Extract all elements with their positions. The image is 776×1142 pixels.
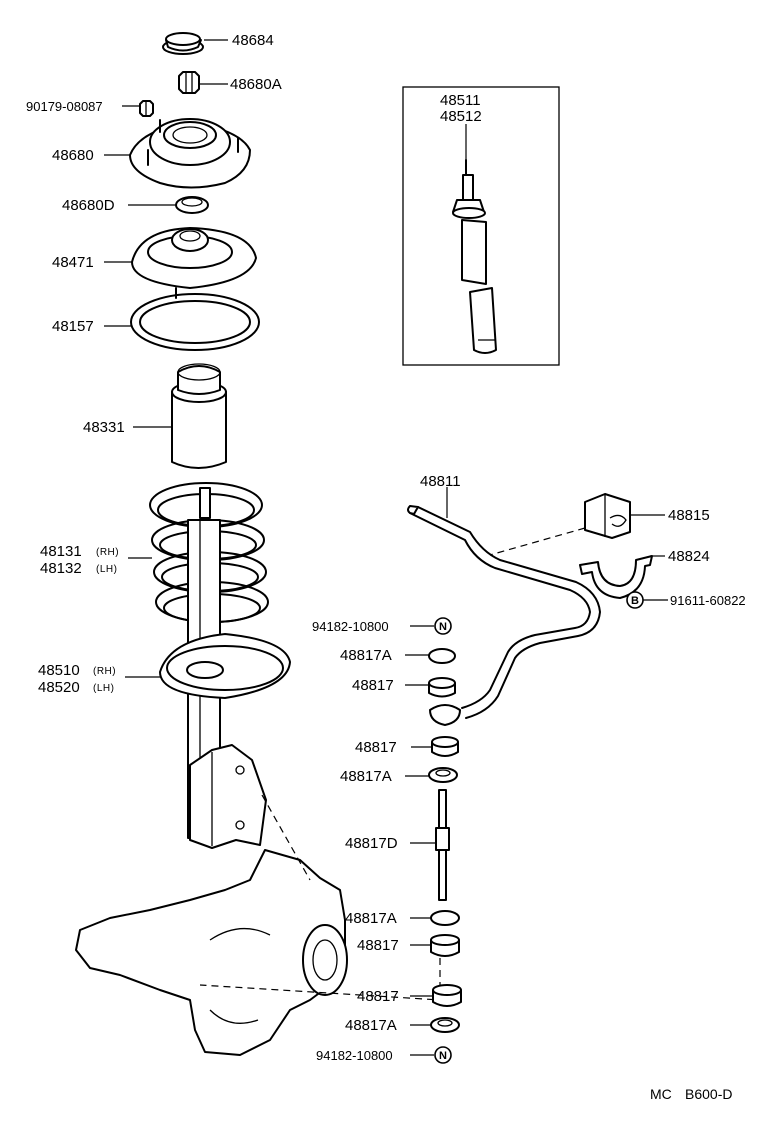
label-48131-rh: (RH) [96,547,119,558]
label-48510-rh: (RH) [93,666,116,677]
svg-text:N: N [439,621,447,633]
part-90179-nut [139,100,154,117]
label-90179-08087: 90179-08087 [26,99,103,114]
part-48331-bump-stop [171,363,227,469]
label-48817A-1: 48817A [340,647,392,664]
label-91611-60822: 91611-60822 [670,593,746,608]
label-48680: 48680 [52,147,94,164]
label-48132: 48132 [40,560,82,577]
label-48817D: 48817D [345,835,398,852]
label-48157: 48157 [52,318,94,335]
circle-mark-b: B [626,591,644,609]
label-48817-2: 48817 [355,739,397,756]
part-48824-bracket [579,555,653,599]
guide-line-strut [261,794,311,881]
circle-mark-n-bottom: N [434,1046,452,1064]
svg-text:B: B [631,595,639,607]
label-48815: 48815 [668,507,710,524]
label-48331: 48331 [83,419,125,436]
label-48471: 48471 [52,254,94,271]
label-48817-4: 48817 [357,988,399,1005]
part-48680-support [129,118,251,189]
label-48817A-2: 48817A [340,768,392,785]
label-48817A-4: 48817A [345,1017,397,1034]
label-48512: 48512 [440,108,482,125]
footer-ref-code: B600-D [685,1086,732,1102]
label-48817-3: 48817 [357,937,399,954]
label-48510: 48510 [38,662,80,679]
part-48680A-nut [178,71,200,94]
svg-text:N: N [439,1050,447,1062]
circle-mark-n-top: N [434,617,452,635]
label-48811: 48811 [420,473,461,490]
label-94182-10800-bottom: 94182-10800 [316,1048,393,1063]
label-48680A: 48680A [230,76,282,93]
part-48157-insulator [130,287,260,351]
leader-lines [104,39,668,1056]
label-48520: 48520 [38,679,80,696]
label-48817A-3: 48817A [345,910,397,927]
part-strut-bracket [189,744,267,849]
label-48132-lh: (LH) [96,564,117,575]
part-48811-stabilizer-bar [407,505,601,719]
label-48817-1: 48817 [352,677,394,694]
part-48680D-washer [175,196,209,214]
part-48684-cap [162,32,204,55]
label-48511: 48511 [440,92,481,109]
part-steering-knuckle [75,849,348,1056]
label-48824: 48824 [668,548,710,565]
guide-line-bushing [489,527,586,556]
part-48815-bushing [584,493,631,539]
label-94182-10800-top: 94182-10800 [312,619,389,634]
label-48680D: 48680D [62,197,115,214]
label-48131: 48131 [40,543,82,560]
part-link-stack [428,648,462,1033]
footer-ref-prefix: MC [650,1086,672,1102]
shock-absorber-inset [402,86,560,366]
part-48510-lower-seat [159,633,291,699]
part-48471-spring-seat [131,227,257,289]
label-48520-lh: (LH) [93,683,114,694]
label-48684: 48684 [232,32,274,49]
